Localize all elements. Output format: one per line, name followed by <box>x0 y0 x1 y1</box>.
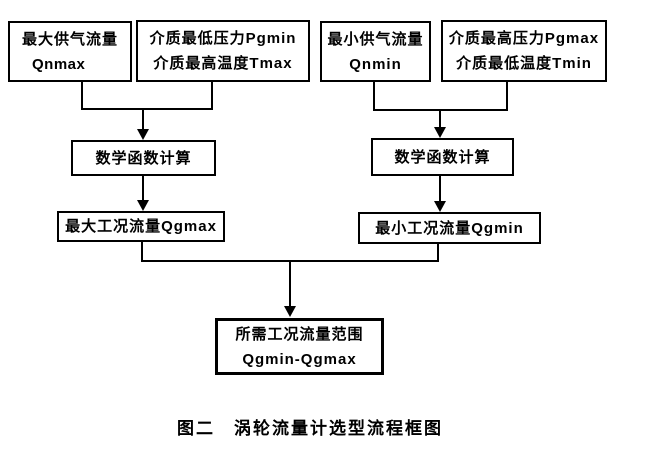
arrow-down-icon <box>284 306 296 317</box>
node-math-calc-right: 数学函数计算 <box>371 138 514 176</box>
connector-line <box>439 176 441 202</box>
node-label: 介质最低压力Pgmin <box>149 30 297 47</box>
node-label: 所需工况流量范围 <box>235 325 364 343</box>
node-result-range: 所需工况流量范围 Qgmin-Qgmax <box>215 318 384 375</box>
node-math-calc-left: 数学函数计算 <box>71 140 216 176</box>
node-label: 介质最高压力Pgmax <box>448 30 600 47</box>
node-max-pressure-min-temp: 介质最高压力Pgmax 介质最低温度Tmin <box>441 20 607 82</box>
node-label: 介质最高温度Tmax <box>153 55 293 72</box>
figure-caption: 图二 涡轮流量计选型流程框图 <box>177 419 443 438</box>
arrow-down-icon <box>137 129 149 140</box>
node-min-pressure-max-temp: 介质最低压力Pgmin 介质最高温度Tmax <box>136 20 310 82</box>
connector-line <box>141 242 143 262</box>
connector-line <box>373 82 375 111</box>
node-label: 最大供气流量 <box>21 30 118 48</box>
node-label: Qnmax <box>32 55 86 73</box>
arrow-down-icon <box>434 201 446 212</box>
connector-line <box>142 176 144 201</box>
connector-line <box>81 108 213 110</box>
node-label: 数学函数计算 <box>95 149 192 167</box>
node-qgmin: 最小工况流量Qgmin <box>358 212 541 244</box>
connector-line <box>373 109 508 111</box>
node-label: Qgmin-Qgmax <box>242 350 357 368</box>
node-label: 最大工况流量Qgmax <box>65 218 217 235</box>
connector-line <box>141 260 439 262</box>
connector-line <box>81 82 83 110</box>
arrow-down-icon <box>137 200 149 211</box>
node-label: 最小供气流量 <box>327 30 424 48</box>
node-qgmax: 最大工况流量Qgmax <box>57 211 225 242</box>
connector-line <box>437 244 439 262</box>
node-min-supply-flow: 最小供气流量 Qnmin <box>320 21 431 82</box>
connector-line <box>439 111 441 128</box>
arrow-down-icon <box>434 127 446 138</box>
node-label: 数学函数计算 <box>394 148 491 166</box>
node-label: Qnmin <box>349 55 402 73</box>
connector-line <box>289 262 291 307</box>
connector-line <box>506 82 508 111</box>
node-label: 最小工况流量Qgmin <box>375 219 524 237</box>
node-max-supply-flow: 最大供气流量 Qnmax <box>8 21 132 82</box>
connector-line <box>211 82 213 110</box>
node-label: 介质最低温度Tmin <box>456 55 592 72</box>
connector-line <box>142 110 144 130</box>
